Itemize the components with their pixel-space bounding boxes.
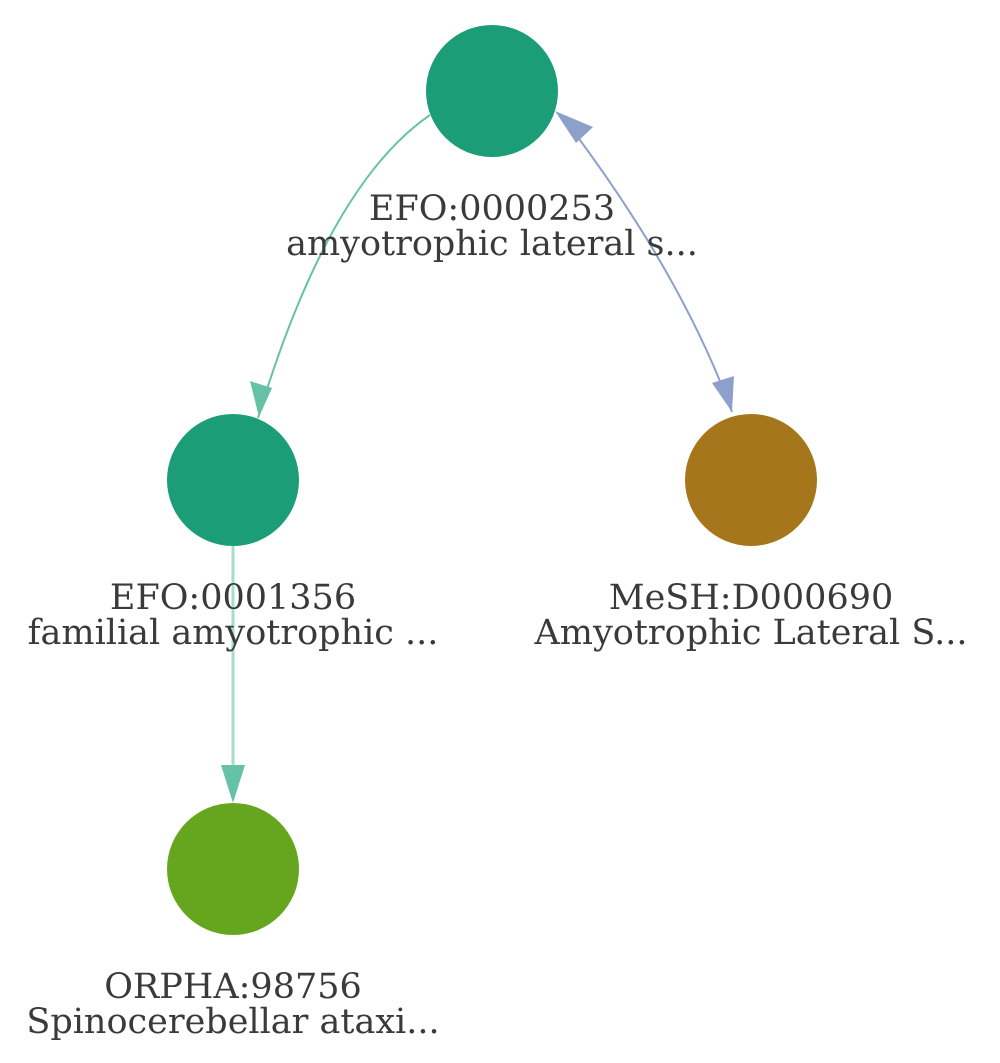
edge-efo-0000253-to-efo-0001356	[257, 114, 431, 419]
node-orpha-98756[interactable]: ORPHA:98756 Spinocerebellar ataxi...	[26, 803, 440, 1042]
node-curie-label: MeSH:D000690	[609, 578, 894, 618]
node-curie-label: EFO:0000253	[369, 189, 615, 229]
node-circle[interactable]	[167, 414, 299, 546]
node-name-label: Amyotrophic Lateral S...	[534, 613, 968, 653]
node-name-label: Spinocerebellar ataxi...	[26, 1002, 439, 1042]
node-name-label: amyotrophic lateral s...	[286, 224, 698, 264]
node-circle[interactable]	[685, 414, 817, 546]
node-efo-0001356[interactable]: EFO:0001356 familial amyotrophic ...	[28, 414, 439, 653]
node-circle[interactable]	[167, 803, 299, 935]
node-circle[interactable]	[426, 25, 558, 157]
edge-efo-0001356-to-orpha-98756-arrowhead	[221, 765, 245, 803]
edges	[221, 111, 734, 803]
node-name-label: familial amyotrophic ...	[28, 613, 439, 653]
edge-efo-0000253-to-mesh-d000690-arrowhead-start	[555, 111, 593, 143]
node-curie-label: EFO:0001356	[110, 578, 356, 618]
node-curie-label: ORPHA:98756	[104, 967, 362, 1007]
edge-efo-0000253-to-efo-0001356-arrowhead	[250, 381, 272, 417]
edge-efo-0000253-to-mesh-d000690	[567, 123, 733, 413]
node-mesh-d000690[interactable]: MeSH:D000690 Amyotrophic Lateral S...	[534, 414, 968, 653]
node-efo-0000253[interactable]: EFO:0000253 amyotrophic lateral s...	[286, 25, 698, 264]
edge-efo-0000253-to-mesh-d000690-arrowhead-end	[712, 376, 734, 412]
